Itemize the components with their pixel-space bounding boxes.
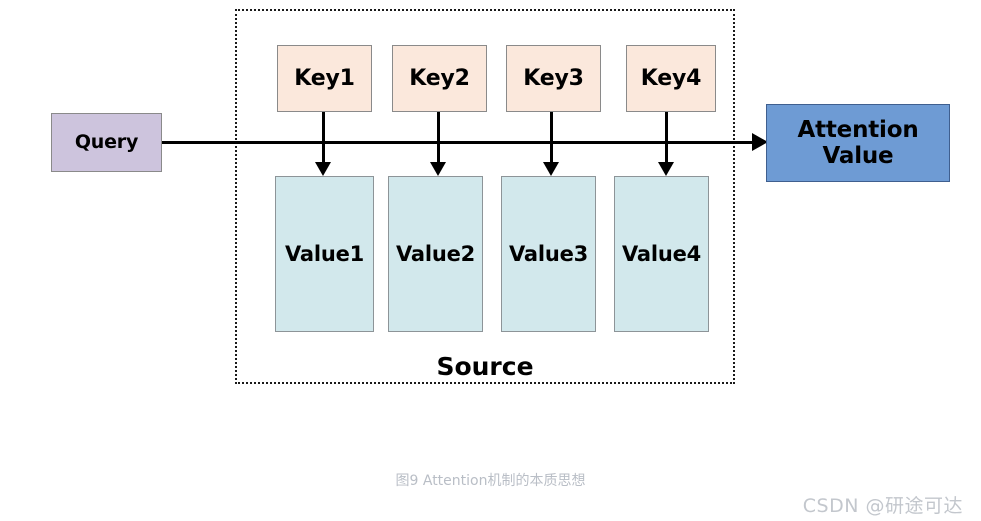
- arrowhead-key4-to-value4-icon: [658, 162, 674, 176]
- value-box-2: Value2: [388, 176, 483, 332]
- csdn-watermark: CSDN @研途可达: [802, 495, 963, 517]
- value-box-1: Value1: [275, 176, 374, 332]
- arrowhead-query-to-attention-icon: [752, 133, 768, 151]
- arrowhead-key1-to-value1-icon: [315, 162, 331, 176]
- value-label-2: Value2: [395, 241, 476, 266]
- key-box-1: Key1: [277, 45, 372, 112]
- key-box-4: Key4: [626, 45, 716, 112]
- key-label-2: Key2: [409, 65, 470, 91]
- connector-key4-to-value4: [665, 112, 668, 166]
- key-label-1: Key1: [294, 65, 355, 91]
- key-label-3: Key3: [523, 65, 584, 91]
- connector-key2-to-value2: [437, 112, 440, 166]
- arrowhead-key3-to-value3-icon: [543, 162, 559, 176]
- value-label-3: Value3: [508, 241, 589, 266]
- attention-value-box: Attention Value: [766, 104, 950, 182]
- value-box-3: Value3: [501, 176, 596, 332]
- value-box-4: Value4: [614, 176, 709, 332]
- query-box: Query: [51, 113, 162, 172]
- value-label-1: Value1: [284, 241, 365, 266]
- source-region: [235, 9, 735, 384]
- connector-query-to-attention: [162, 141, 762, 144]
- key-box-2: Key2: [392, 45, 487, 112]
- source-label: Source: [436, 352, 534, 381]
- key-label-4: Key4: [640, 65, 702, 91]
- connector-key1-to-value1: [322, 112, 325, 166]
- attention-value-line-1: Attention: [797, 116, 919, 143]
- connector-key3-to-value3: [550, 112, 553, 166]
- figure-caption: 图9 Attention机制的本质思想: [395, 473, 586, 489]
- key-box-3: Key3: [506, 45, 601, 112]
- attention-value-line-2: Value: [822, 143, 894, 169]
- value-label-4: Value4: [621, 241, 702, 266]
- arrowhead-key2-to-value2-icon: [430, 162, 446, 176]
- query-label: Query: [74, 130, 139, 153]
